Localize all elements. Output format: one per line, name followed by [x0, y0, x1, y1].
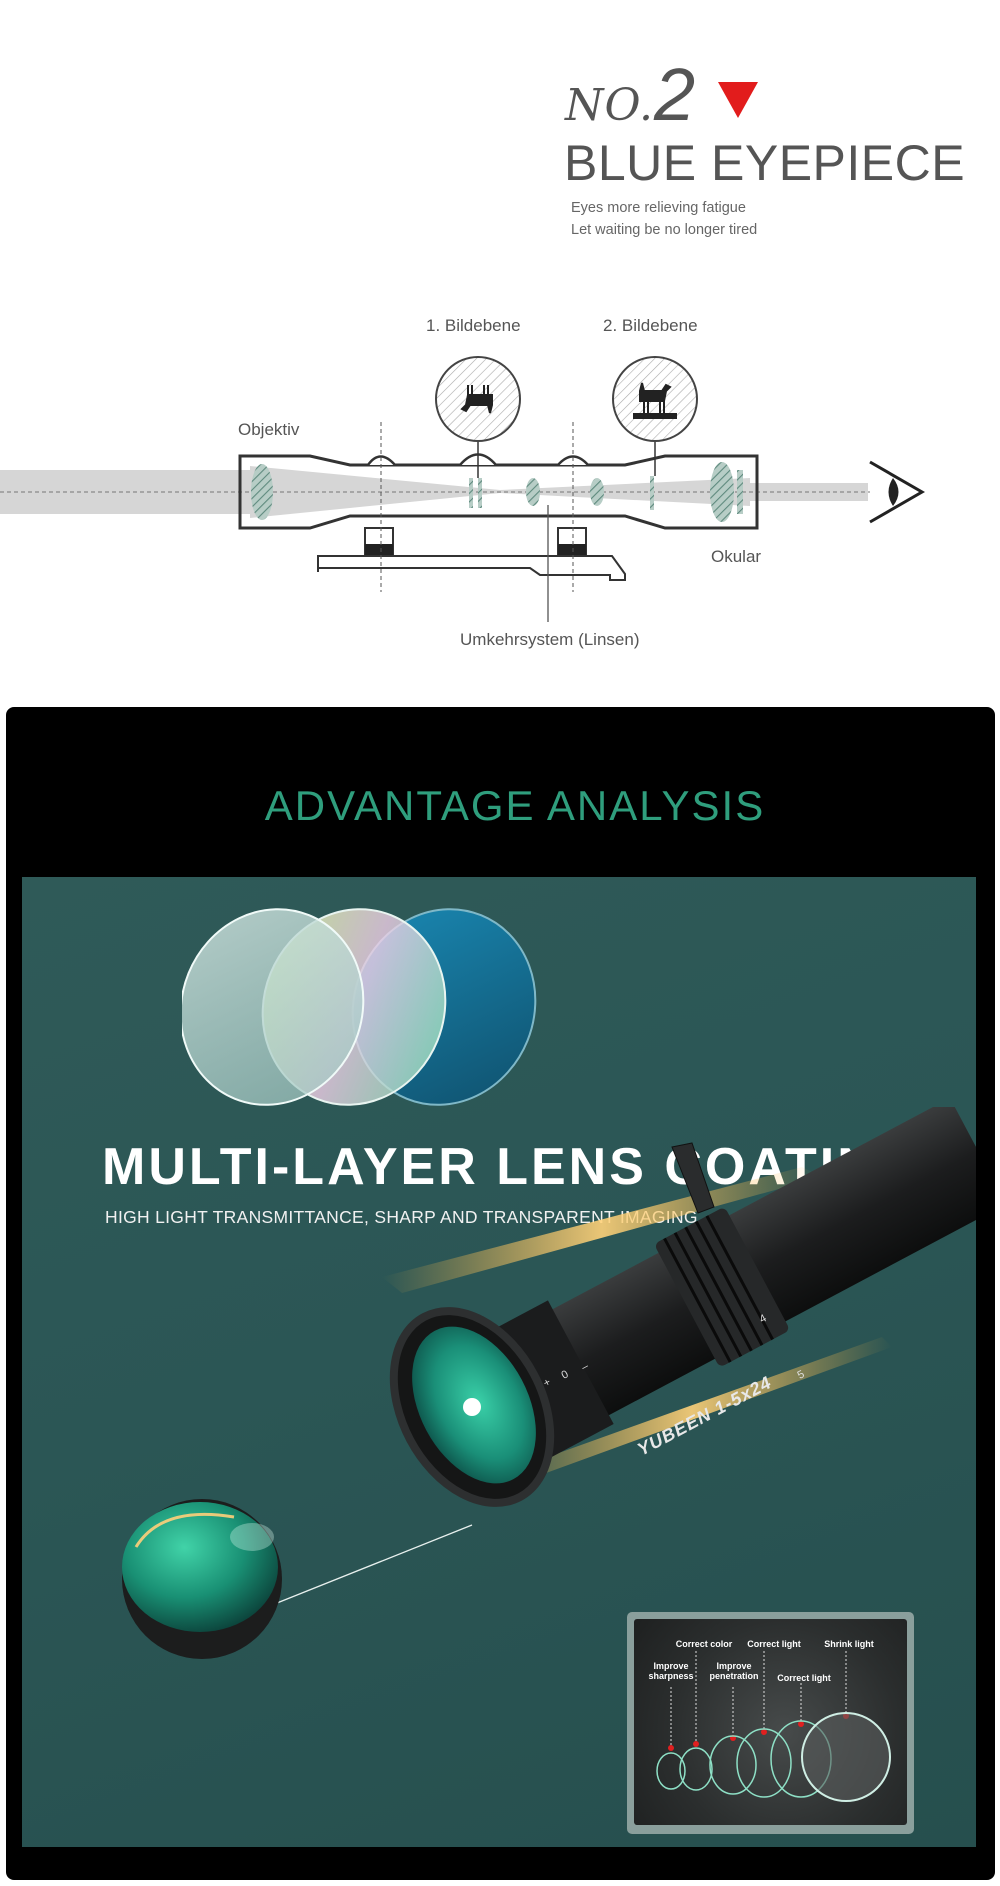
section-number-value: 2	[653, 53, 697, 136]
coating-showcase: MULTI-LAYER LENS COATING HIGH LIGHT TRAN…	[22, 877, 976, 1847]
label-second-image-plane: 2. Bildebene	[603, 316, 698, 335]
lens-rings-diagram	[656, 1651, 891, 1802]
advantage-title: ADVANTAGE ANALYSIS	[264, 782, 766, 829]
deer-inverted-icon	[460, 385, 493, 414]
scope-body-outline	[238, 454, 759, 530]
coating-subtitle: HIGH LIGHT TRANSMITTANCE, SHARP AND TRAN…	[105, 1207, 698, 1227]
scope-diagram	[0, 356, 926, 622]
coating-layers-illustration	[182, 908, 537, 1106]
info-label-improve-penetration: Improve penetration	[709, 1661, 759, 1681]
label-first-image-plane: 1. Bildebene	[426, 316, 521, 335]
info-label-correct-color: Correct color	[675, 1639, 733, 1649]
reticle-plate-1	[469, 478, 473, 508]
label-objective: Objektiv	[238, 420, 300, 439]
section-number-prefix: NO.	[565, 80, 654, 131]
scope-product-image	[382, 1107, 976, 1507]
triangle-down-icon	[718, 82, 758, 118]
lens-function-card: Correct color Correct light Shrink light…	[627, 1612, 914, 1834]
eye-icon	[869, 460, 926, 524]
eyepiece-lens-2	[737, 470, 743, 514]
info-label-correct-light-1: Correct light	[747, 1639, 801, 1649]
info-label-improve-sharpness: Improve sharpness	[648, 1661, 694, 1681]
subtitle-line-2: Let waiting be no longer tired	[571, 222, 758, 238]
page-title: BLUE EYEPIECE	[564, 135, 966, 191]
scope-mount	[317, 527, 626, 581]
deer-icon	[633, 382, 677, 419]
erector-lens-1	[526, 478, 540, 506]
subtitle-line-1: Eyes more relieving fatigue	[571, 200, 746, 216]
lens-sphere-illustration	[122, 1499, 473, 1659]
label-eyepiece: Okular	[711, 547, 762, 566]
info-label-correct-light-2: Correct light	[777, 1673, 831, 1683]
erector-lens-2	[590, 478, 604, 506]
reticle-plate-3	[650, 476, 654, 510]
info-label-shrink-light: Shrink light	[824, 1639, 874, 1649]
reticle-plate-2	[478, 478, 482, 508]
eyepiece-lens-1	[710, 462, 734, 522]
label-erector-system: Umkehrsystem (Linsen)	[460, 630, 640, 649]
objective-lens	[251, 464, 273, 520]
section-number: NO.2	[565, 52, 696, 137]
